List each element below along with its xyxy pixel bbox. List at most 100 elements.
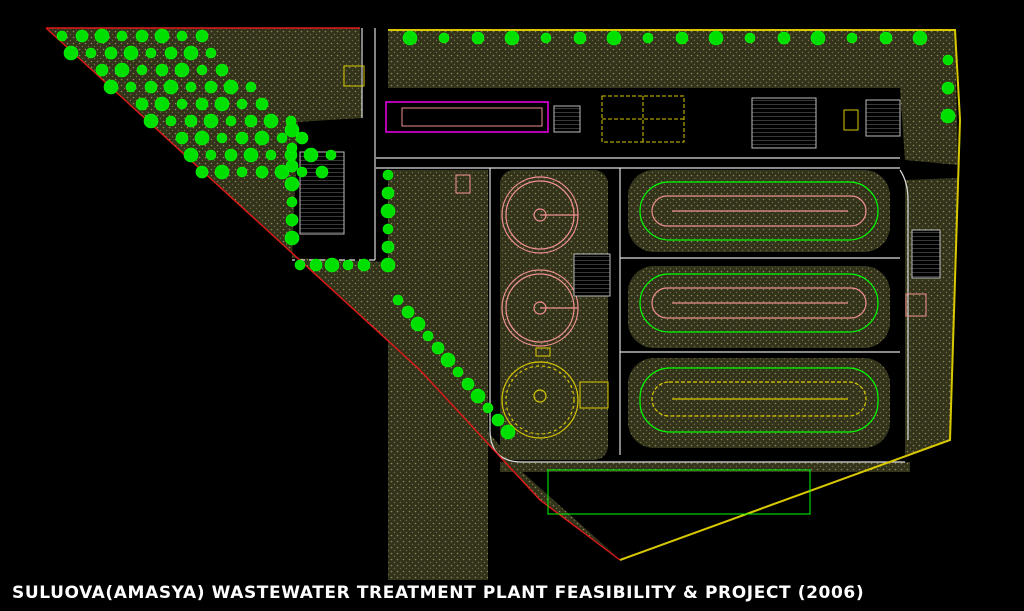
tree: [255, 165, 269, 179]
tree: [940, 108, 956, 124]
chlorine-building: [579, 381, 609, 409]
tree: [143, 113, 159, 129]
tree: [144, 80, 158, 94]
tree: [203, 113, 219, 129]
grit-building: [553, 105, 581, 133]
tree: [176, 30, 188, 42]
transformer-building: [905, 293, 927, 317]
tree: [482, 402, 494, 414]
tree: [214, 164, 230, 180]
tree: [504, 30, 520, 46]
tree: [276, 132, 288, 144]
tree: [265, 149, 277, 161]
tree: [606, 30, 622, 46]
tree: [195, 165, 209, 179]
tree: [85, 47, 97, 59]
tree: [284, 230, 300, 246]
tree: [184, 114, 198, 128]
tree: [309, 258, 323, 272]
tree: [116, 30, 128, 42]
central-lawn: [388, 170, 488, 580]
tree: [392, 294, 404, 306]
entrance-plaza: [547, 469, 811, 515]
tree: [236, 166, 248, 178]
admin-building: [751, 97, 817, 149]
basin-lawn-2: [628, 266, 890, 348]
north-planted-strip: [388, 30, 958, 165]
tree: [195, 97, 209, 111]
tree: [145, 47, 157, 59]
tree: [342, 259, 354, 271]
tree: [912, 30, 928, 46]
tree: [573, 31, 587, 45]
electrical-building: [911, 229, 941, 279]
trees: [56, 28, 956, 440]
tree: [183, 147, 199, 163]
tree: [315, 165, 329, 179]
tree: [194, 130, 210, 146]
aeration-basin-1-channel: [651, 195, 867, 227]
tree: [183, 45, 199, 61]
tree: [154, 96, 170, 112]
tree: [125, 81, 137, 93]
tree: [941, 81, 955, 95]
guard-house: [843, 109, 859, 131]
tree: [402, 30, 418, 46]
inlet-works-channel: [385, 101, 549, 133]
site-plan-drawing: [45, 27, 962, 580]
tree: [225, 115, 237, 127]
tree: [245, 81, 257, 93]
aeration-basin-1: [639, 181, 879, 241]
tree: [103, 79, 119, 95]
digester-tank: [501, 361, 579, 439]
tree: [123, 45, 139, 61]
small-shelter: [455, 174, 471, 194]
boundary-line-diagonal: [45, 27, 621, 561]
tree: [286, 196, 298, 208]
tree: [223, 79, 239, 95]
tree: [294, 259, 306, 271]
tree: [163, 79, 179, 95]
tree: [380, 203, 396, 219]
tree: [846, 32, 858, 44]
tree: [254, 130, 270, 146]
tree: [244, 114, 258, 128]
aeration-basin-2-channel: [651, 287, 867, 319]
tree: [56, 30, 68, 42]
aeration-basin-3: [639, 367, 879, 433]
tree: [382, 223, 394, 235]
tree: [95, 63, 109, 77]
tree: [75, 29, 89, 43]
tree: [204, 80, 218, 94]
sludge-building: [299, 151, 345, 235]
gate-house: [343, 65, 365, 87]
tree: [135, 29, 149, 43]
distribution-box: [535, 347, 551, 357]
tree: [214, 96, 230, 112]
tree: [155, 63, 169, 77]
tree: [942, 54, 954, 66]
tree: [185, 81, 197, 93]
tree: [642, 32, 654, 44]
tree: [491, 413, 505, 427]
tree: [708, 30, 724, 46]
aeration-basin-2: [639, 273, 879, 333]
tree: [381, 186, 395, 200]
tree: [136, 64, 148, 76]
landscape-areas: [46, 28, 958, 580]
workshop-building: [865, 99, 901, 137]
tree: [410, 316, 426, 332]
pump-station: [573, 253, 611, 297]
tree: [295, 131, 309, 145]
tree: [380, 257, 396, 273]
tree: [284, 176, 300, 192]
tree: [744, 32, 756, 44]
tree: [255, 97, 269, 111]
boundary-line-east: [388, 29, 962, 561]
tree: [381, 240, 395, 254]
site-boundary: [45, 27, 962, 561]
tree: [401, 305, 415, 319]
tree: [164, 46, 178, 60]
basin-lawn-3: [628, 358, 890, 448]
tree: [777, 31, 791, 45]
